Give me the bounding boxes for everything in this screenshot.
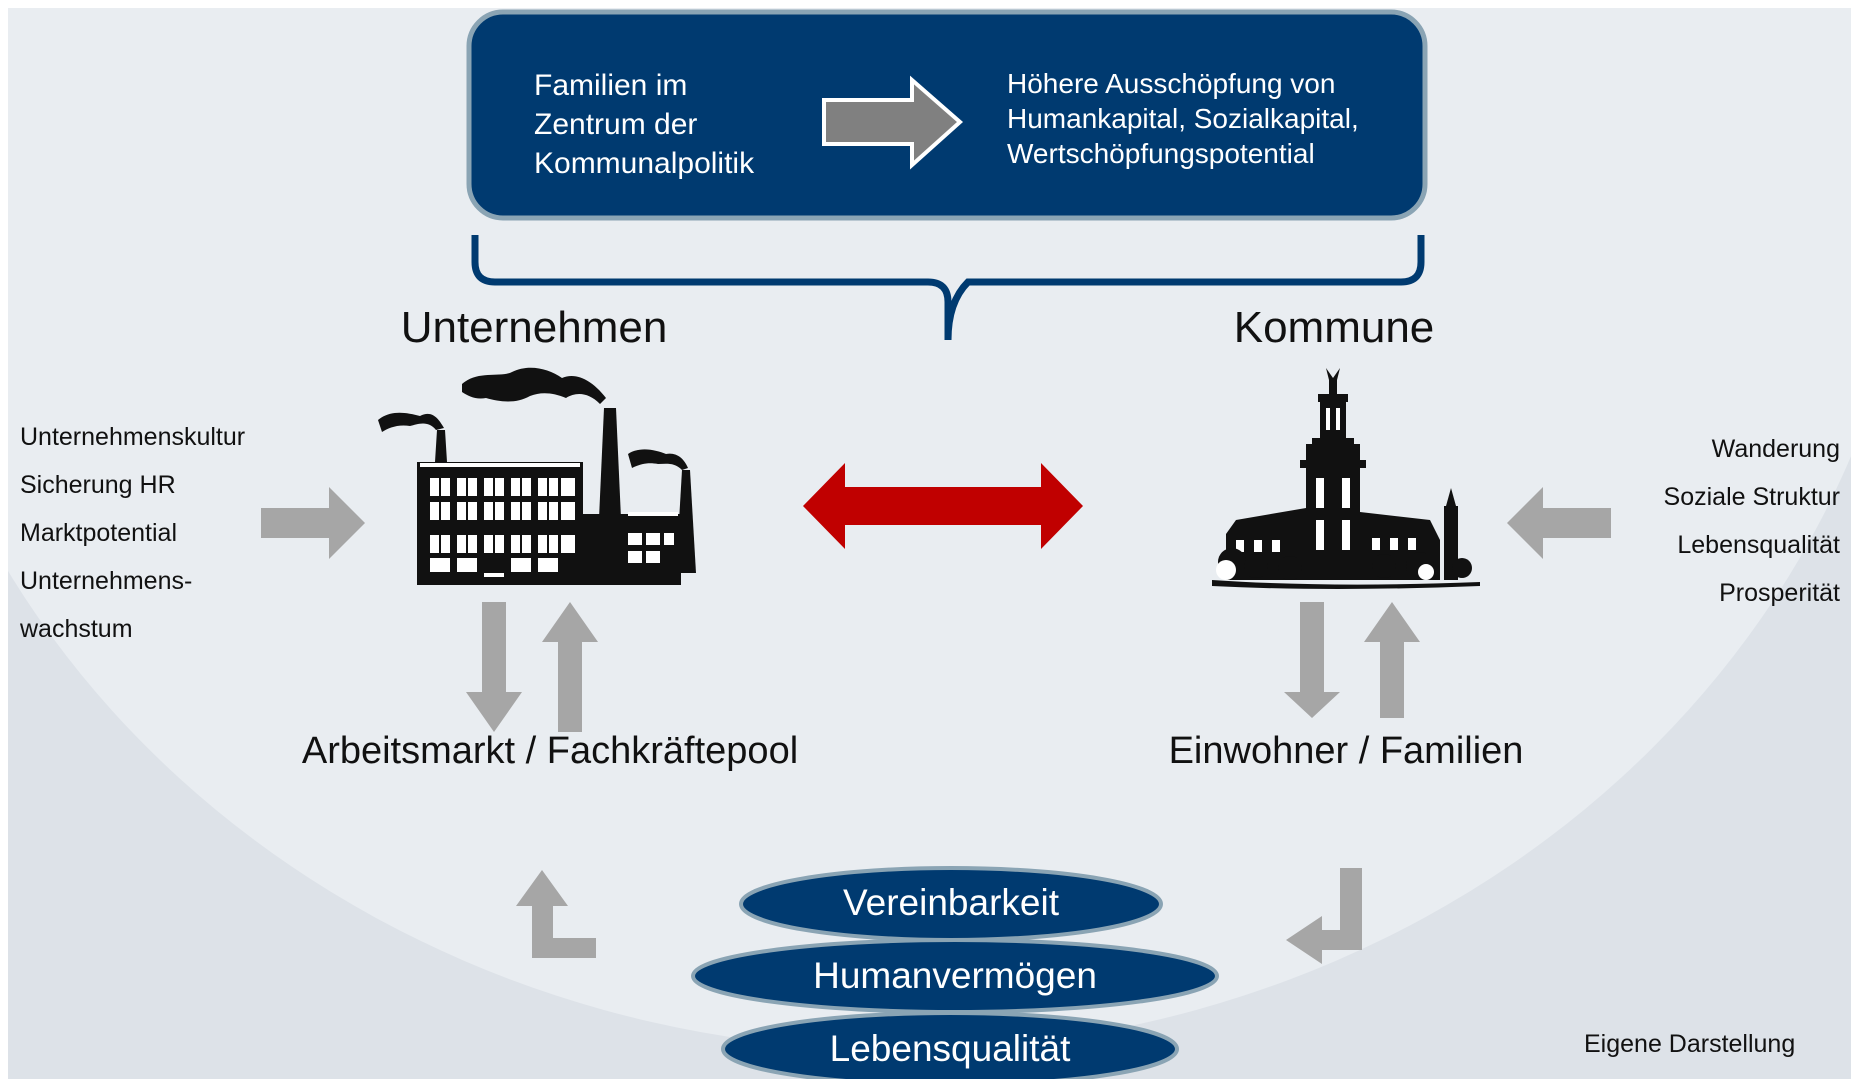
kommune-heading: Kommune [1233,303,1435,352]
input-arrow-right-icon [1507,487,1611,559]
unternehmen-factor: Marktpotential [20,519,178,547]
einwohner-label: Einwohner / Familien [1168,730,1524,772]
kommune-factor: Soziale Struktur [1663,483,1840,511]
top-box-right-text: Höhere Ausschöpfung von Humankapital, So… [1007,66,1427,171]
top-box-left-line: Kommunalpolitik [534,147,755,180]
top-box-right-line: Wertschöpfungspotential [1007,138,1315,169]
top-box-left-text: Familien im Zentrum der Kommunalpolitik [534,66,834,183]
elbow-arrow-left-icon [516,870,596,958]
unternehmen-factor: wachstum [20,615,133,643]
unternehmen-factor: Unternehmenskultur [20,423,246,451]
ellipse-label-vereinbarkeit: Vereinbarkeit [843,882,1059,923]
unternehmen-factor: Sicherung HR [20,471,176,499]
factory-icon [378,367,696,585]
arrow-up-right-icon [1364,602,1420,718]
kommune-factor: Lebensqualität [1677,531,1840,559]
source-note: Eigene Darstellung [1584,1030,1796,1058]
arbeitsmarkt-label: Arbeitsmarkt / Fachkräftepool [301,730,799,772]
top-box-right-line: Humankapital, Sozialkapital, [1007,103,1359,134]
ellipse-label-humanvermoegen: Humanvermögen [813,955,1097,996]
arrow-up-left-icon [542,602,598,732]
double-arrow-icon [803,463,1083,549]
ellipse-vereinbarkeit [739,866,1163,942]
box-arrow-icon [822,75,964,170]
town-hall-icon [1212,368,1480,589]
top-box-left-line: Familien im [534,69,688,102]
ellipse-label-lebensqualitaet: Lebensqualität [829,1028,1071,1069]
arrow-down-right-icon [1284,602,1340,718]
top-box-right-line: Höhere Ausschöpfung von [1007,68,1336,99]
top-box-left-line: Zentrum der [534,108,698,141]
elbow-arrow-right-icon [1286,868,1362,964]
unternehmen-factor-list: Unternehmenskultur Sicherung HR Marktpot… [20,418,245,658]
unternehmen-factor: Unternehmens- [20,567,193,595]
unternehmen-heading: Unternehmen [400,303,668,352]
curly-brace [471,235,1425,341]
kommune-factor: Wanderung [1711,435,1840,463]
kommune-factor: Prosperität [1719,579,1840,607]
arrow-down-left-icon [466,602,522,732]
input-arrow-left-icon [261,487,365,559]
kommune-factor-list: Wanderung Soziale Struktur Lebensqualitä… [1664,430,1840,622]
